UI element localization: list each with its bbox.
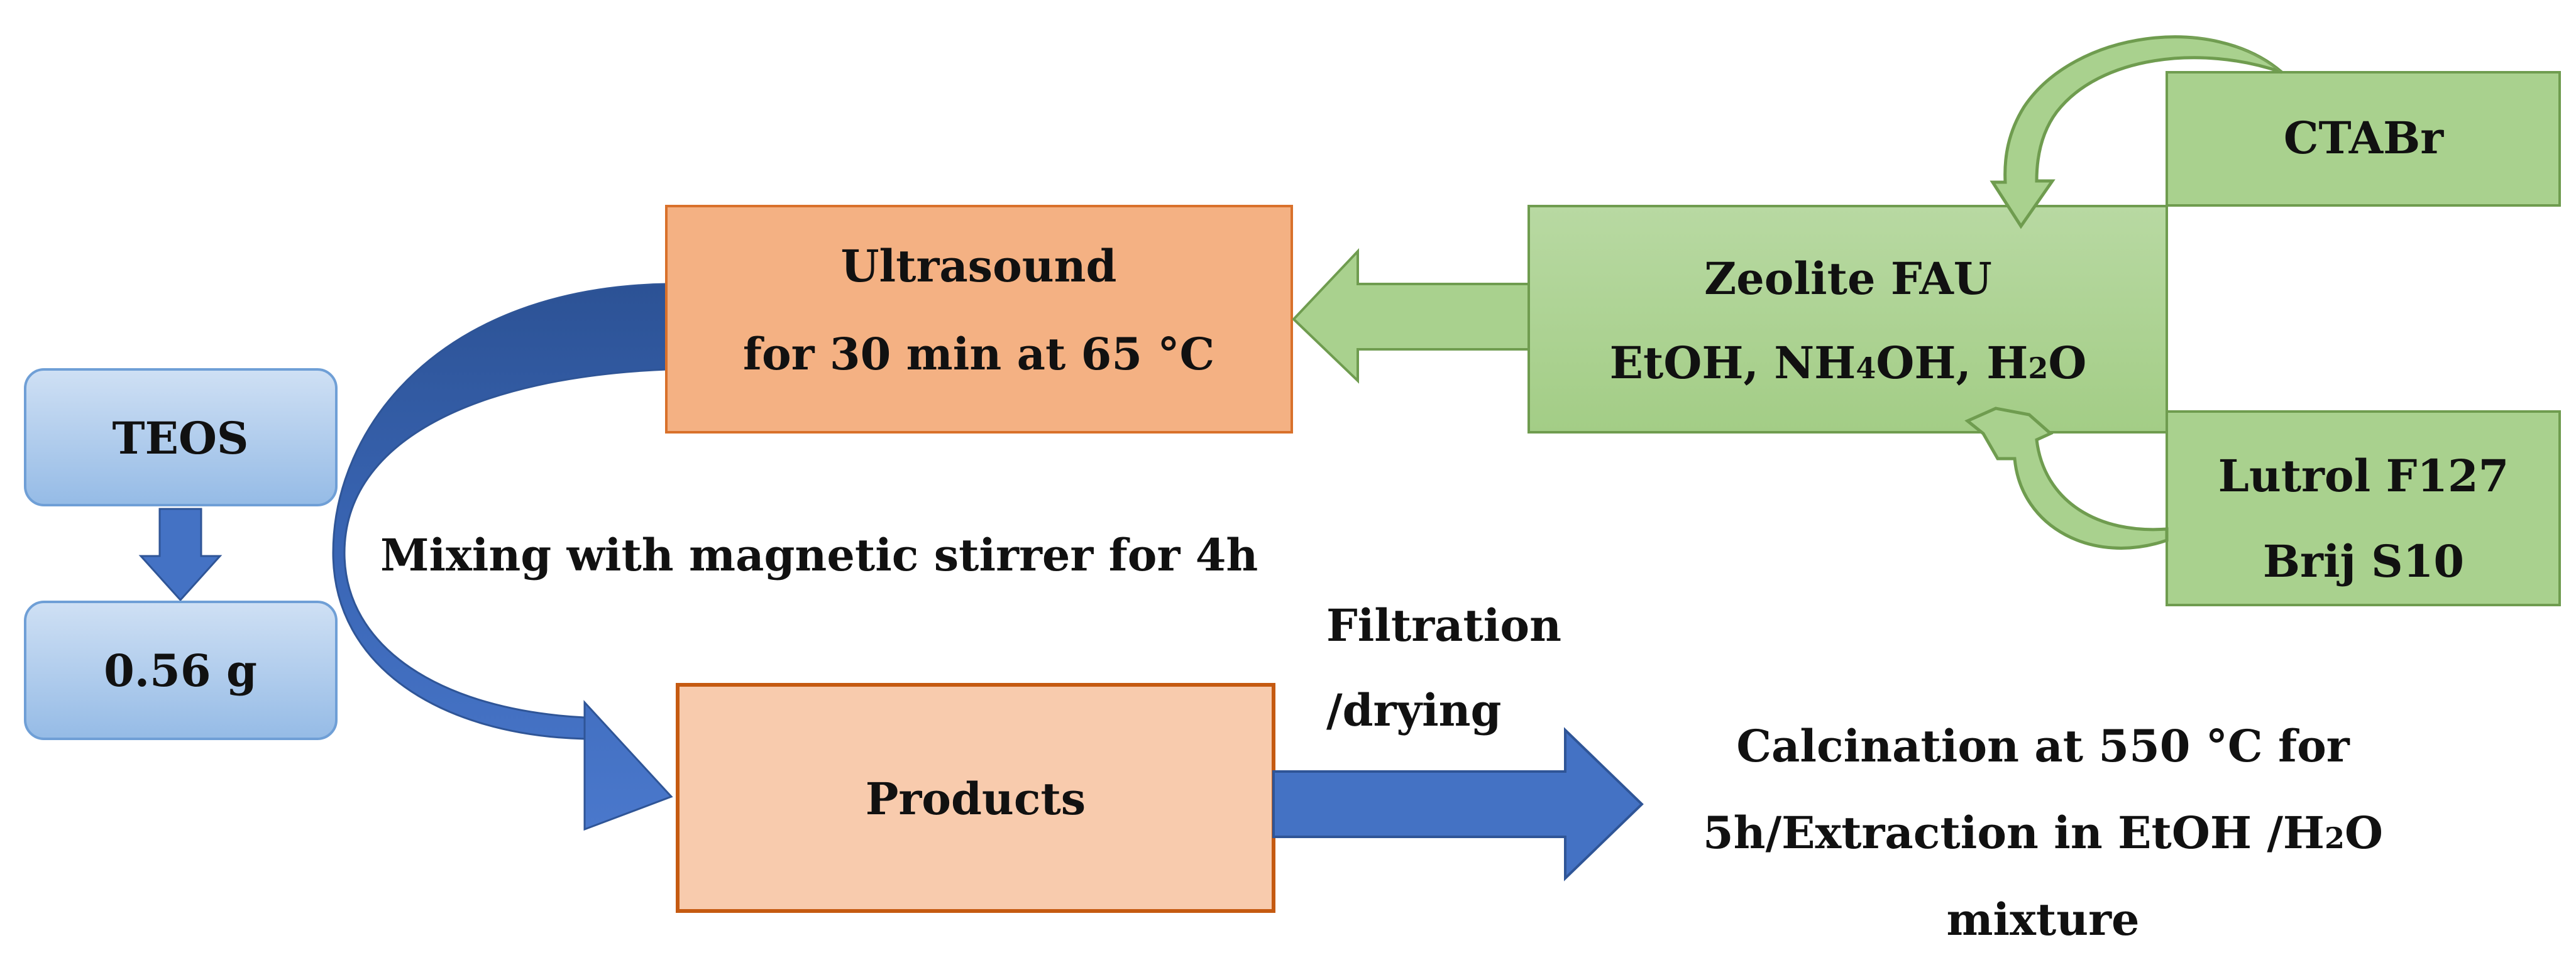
ultrasound-line1: Ultrasound xyxy=(840,240,1116,292)
mass-box xyxy=(24,601,338,740)
ctabr-curved-arrow xyxy=(1990,35,2283,229)
teos-down-arrow xyxy=(138,508,223,602)
calcination-line1: Calcination at 550 °C for xyxy=(1736,720,2350,772)
calcination-line3: mixture xyxy=(1946,893,2139,946)
lutrol-box xyxy=(2166,410,2561,606)
ctabr-box xyxy=(2166,71,2561,207)
teos-label: TEOS xyxy=(113,412,249,464)
lutrol-line1: Lutrol F127 xyxy=(2218,450,2509,502)
zeolite-line2: EtOH, NH4OH, H2O xyxy=(1610,337,2087,389)
ctabr-label: CTABr xyxy=(2284,112,2444,164)
lutrol-curved-arrow xyxy=(1964,406,2169,550)
lutrol-line2: Brij S10 xyxy=(2263,535,2464,587)
teos-box xyxy=(24,368,338,506)
ultrasound-box xyxy=(665,205,1293,434)
products-box xyxy=(676,683,1275,913)
products-to-calcination-arrow xyxy=(1272,727,1644,881)
mass-label: 0.56 g xyxy=(104,645,257,697)
filtration-line2: /drying xyxy=(1326,684,1502,736)
zeolite-box xyxy=(1527,205,2168,434)
calcination-line2: 5h/Extraction in EtOH /H2O xyxy=(1703,807,2383,859)
products-label: Products xyxy=(866,773,1086,825)
filtration-line1: Filtration xyxy=(1326,599,1561,652)
zeolite-to-ultrasound-arrow xyxy=(1292,248,1530,384)
mixing-label: Mixing with magnetic stirrer for 4h xyxy=(380,529,1258,581)
mixing-curved-arrow xyxy=(332,283,673,831)
ultrasound-line2: for 30 min at 65 °C xyxy=(743,328,1214,380)
zeolite-line1: Zeolite FAU xyxy=(1704,253,1992,305)
